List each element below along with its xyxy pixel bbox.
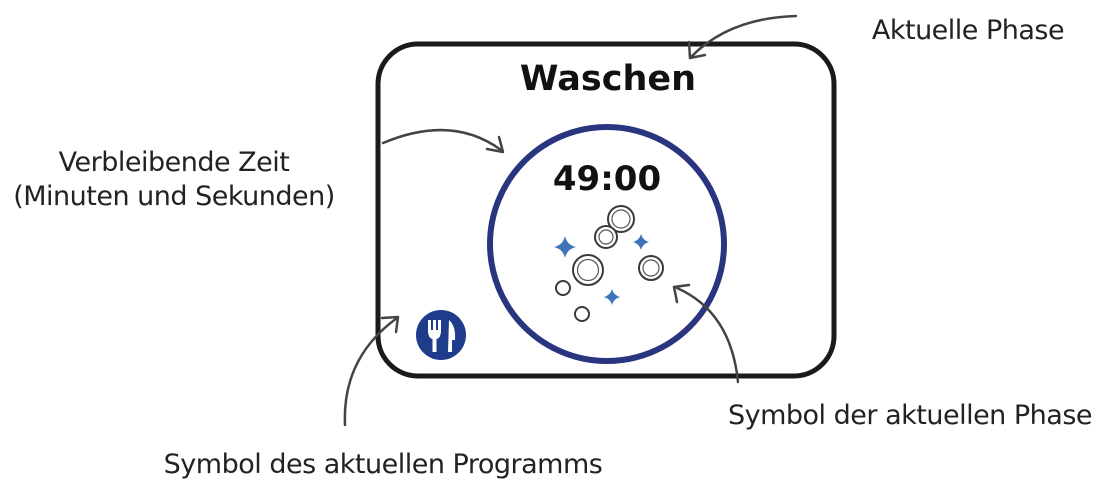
annotation-program-symbol: Symbol des aktuellen Programms (164, 449, 603, 480)
remaining-time: 49:00 (553, 159, 661, 199)
arrow-phase-symbol (672, 283, 740, 384)
annotation-current-phase: Aktuelle Phase (872, 15, 1064, 46)
display-frame (375, 41, 837, 379)
arrow-remaining-time (381, 128, 505, 154)
arrow-current-phase (687, 14, 798, 60)
fork-knife-icon (416, 310, 466, 360)
bubbles-sparkles-icon (554, 205, 664, 322)
annotation-remaining-time-line2: (Minuten und Sekunden) (13, 181, 335, 212)
annotation-phase-symbol: Symbol der aktuellen Phase (728, 400, 1092, 431)
progress-ring (487, 124, 727, 364)
arrow-program-symbol (343, 315, 400, 427)
phase-label: Waschen (520, 59, 696, 99)
annotation-remaining-time-line1: Verbleibende Zeit (59, 147, 290, 178)
